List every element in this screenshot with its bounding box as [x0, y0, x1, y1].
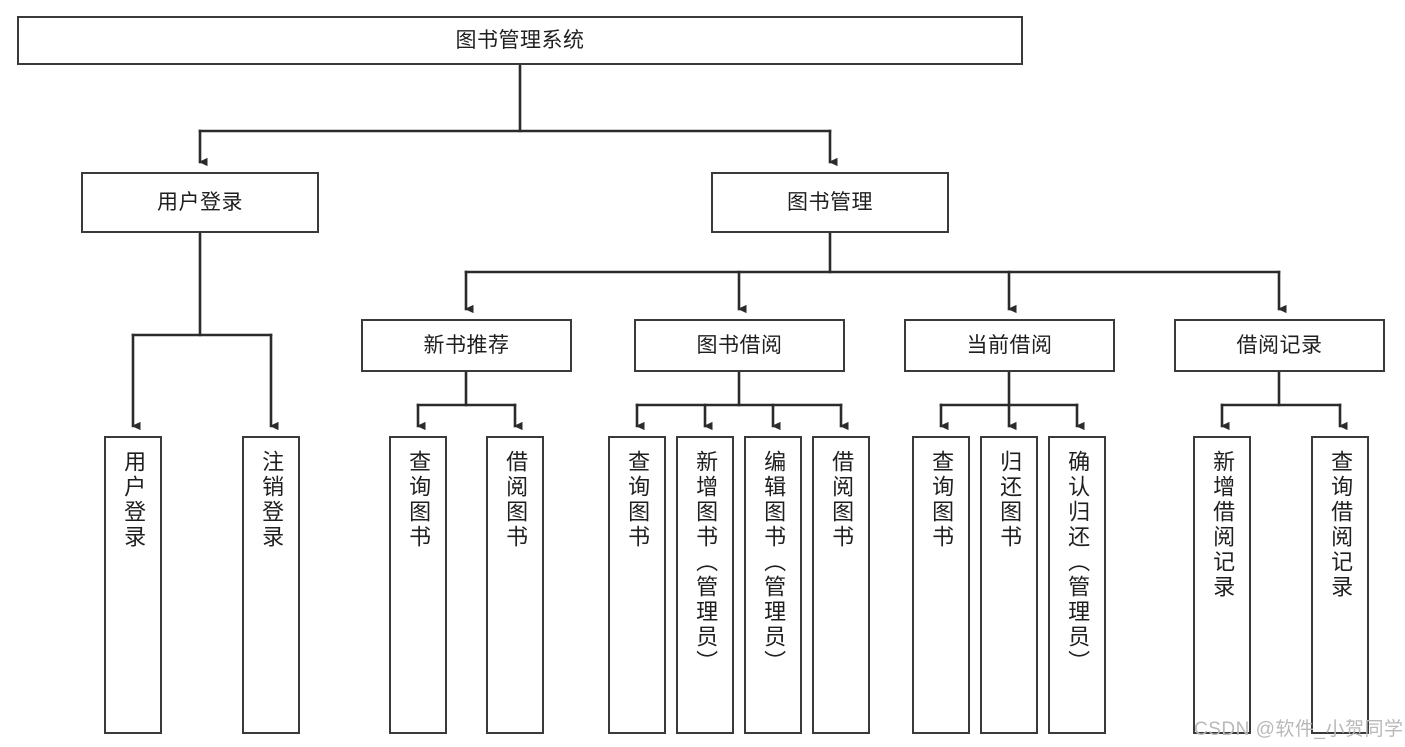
node-label: 图书管理系统: [455, 28, 585, 52]
node-label: 查询图书: [929, 450, 955, 550]
node-borrow-record[interactable]: 借阅记录: [1174, 319, 1385, 372]
node-label: 新增借阅记录: [1210, 450, 1236, 600]
node-leaf-borrow-book-2[interactable]: 借阅图书: [812, 436, 870, 734]
node-label: 借阅图书: [829, 450, 855, 550]
node-book-borrow[interactable]: 图书借阅: [634, 319, 845, 372]
node-label: 借阅图书: [503, 450, 529, 550]
node-leaf-query-book-2[interactable]: 查询图书: [608, 436, 666, 734]
node-label: 查询图书: [406, 450, 432, 550]
node-current-borrow[interactable]: 当前借阅: [904, 319, 1115, 372]
node-label: 图书管理: [787, 190, 873, 214]
node-leaf-edit-book[interactable]: 编辑图书（管理员）: [744, 436, 802, 734]
node-label: 图书借阅: [696, 333, 783, 357]
node-label: 确认归还（管理员）: [1065, 450, 1091, 675]
node-new-book-recommend[interactable]: 新书推荐: [361, 319, 572, 372]
node-label: 借阅记录: [1236, 333, 1323, 357]
node-label: 编辑图书（管理员）: [761, 450, 787, 675]
node-label: 查询借阅记录: [1328, 450, 1354, 600]
node-leaf-borrow-book-1[interactable]: 借阅图书: [486, 436, 544, 734]
node-leaf-query-book-1[interactable]: 查询图书: [389, 436, 447, 734]
node-label: 归还图书: [997, 450, 1023, 550]
node-leaf-confirm-return[interactable]: 确认归还（管理员）: [1048, 436, 1106, 734]
node-user-login[interactable]: 用户登录: [81, 172, 319, 233]
node-label: 注销登录: [259, 450, 285, 550]
node-label: 用户登录: [157, 190, 243, 214]
node-leaf-add-book[interactable]: 新增图书（管理员）: [676, 436, 734, 734]
node-leaf-add-record[interactable]: 新增借阅记录: [1193, 436, 1251, 734]
node-book-management[interactable]: 图书管理: [711, 172, 949, 233]
node-leaf-return-book[interactable]: 归还图书: [980, 436, 1038, 734]
node-label: 用户登录: [121, 450, 147, 550]
node-label: 查询图书: [625, 450, 651, 550]
node-label: 当前借阅: [966, 333, 1053, 357]
node-leaf-query-book-3[interactable]: 查询图书: [912, 436, 970, 734]
node-root-book-management-system[interactable]: 图书管理系统: [17, 16, 1023, 65]
node-label: 新书推荐: [423, 333, 510, 357]
node-leaf-query-record[interactable]: 查询借阅记录: [1311, 436, 1369, 734]
node-label: 新增图书（管理员）: [693, 450, 719, 675]
csdn-watermark: CSDN @软件_小贺同学: [1194, 719, 1404, 740]
node-leaf-user-login[interactable]: 用户登录: [104, 436, 162, 734]
node-leaf-logout-login[interactable]: 注销登录: [242, 436, 300, 734]
